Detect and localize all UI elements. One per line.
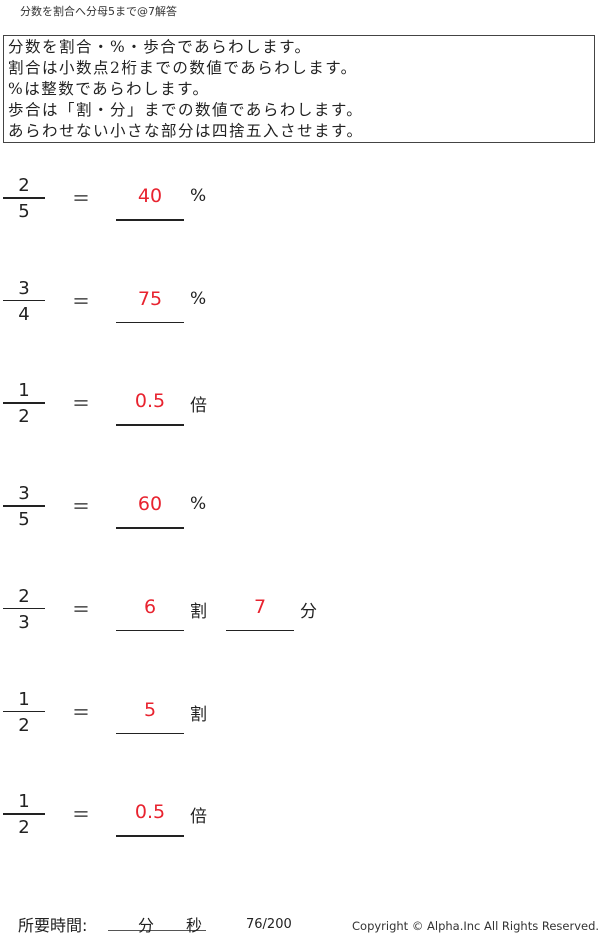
unit-label-2: 分 <box>300 601 317 622</box>
problem-row: 1 2 ＝ 5 割 <box>0 689 600 771</box>
problem-row: 1 2 ＝ 0.5 倍 <box>0 791 600 873</box>
answer: 0.5 <box>134 801 166 824</box>
numerator: 2 <box>18 585 30 607</box>
unit-label: % <box>190 186 207 206</box>
answer: 60 <box>137 493 163 516</box>
instructions-box: 分数を割合・%・歩合であらわします。 割合は小数点2桁までの数値であらわします。… <box>3 35 595 143</box>
fraction-bar <box>3 299 45 302</box>
answer-underline <box>116 527 184 529</box>
problem-row: 3 5 ＝ 60 % <box>0 483 600 565</box>
denominator: 5 <box>18 201 30 222</box>
answer-2-underline <box>226 629 294 632</box>
fraction-bar <box>3 813 45 815</box>
answer-underline <box>116 629 184 632</box>
denominator: 2 <box>18 714 30 736</box>
instruction-line: 割合は小数点2桁までの数値であらわします。 <box>8 59 358 77</box>
numerator: 3 <box>18 277 30 299</box>
answer: 6 <box>143 595 157 618</box>
numerator: 1 <box>18 688 30 710</box>
fraction-bar <box>3 402 45 404</box>
instruction-line: 分数を割合・%・歩合であらわします。 <box>8 38 312 56</box>
equals-sign: ＝ <box>72 702 90 724</box>
instruction-line: %は整数であらわします。 <box>8 80 210 98</box>
equals-sign: ＝ <box>72 805 90 827</box>
answer: 75 <box>137 287 163 310</box>
instruction-line: 歩合は「割・分」までの数値であらわします。 <box>8 101 364 119</box>
unit-label: % <box>190 288 207 309</box>
answer-underline <box>116 424 184 426</box>
page-number: 76/200 <box>246 917 292 932</box>
time-label: 所要時間: <box>18 916 88 935</box>
answer-2: 7 <box>253 595 267 618</box>
instruction-line: あらわせない小さな部分は四捨五入させます。 <box>8 122 364 140</box>
unit-label: % <box>190 494 207 515</box>
numerator: 3 <box>18 483 30 505</box>
equals-sign: ＝ <box>72 189 90 210</box>
equals-sign: ＝ <box>72 497 90 519</box>
fraction-bar <box>3 710 45 712</box>
answer-underline <box>116 219 184 221</box>
time-underline <box>108 930 206 931</box>
unit-label: 倍 <box>190 807 207 828</box>
denominator: 2 <box>18 406 30 428</box>
equals-sign: ＝ <box>72 394 90 416</box>
fraction-bar <box>3 607 45 610</box>
numerator: 1 <box>18 380 30 402</box>
problem-row: 2 5 ＝ 40 % <box>0 175 600 257</box>
problem-row: 3 4 ＝ 75 % <box>0 278 600 360</box>
fraction-bar <box>3 505 45 507</box>
answer: 40 <box>137 185 163 207</box>
denominator: 4 <box>18 303 30 325</box>
unit-label: 割 <box>190 601 207 622</box>
worksheet-title: 分数を割合へ分母5まで@7解答 <box>20 5 177 18</box>
copyright: Copyright © Alpha.Inc All Rights Reserve… <box>352 919 600 933</box>
equals-sign: ＝ <box>72 599 90 621</box>
answer-underline <box>116 321 184 324</box>
equals-sign: ＝ <box>72 291 90 313</box>
denominator: 3 <box>18 611 30 633</box>
unit-label: 割 <box>190 704 207 725</box>
problem-row: 2 3 ＝ 6 割 7 分 <box>0 586 600 668</box>
unit-label: 倍 <box>190 396 207 417</box>
problem-row: 1 2 ＝ 0.5 倍 <box>0 380 600 462</box>
seconds-label: 秒 <box>186 916 203 935</box>
numerator: 1 <box>18 791 30 813</box>
numerator: 2 <box>18 175 30 196</box>
denominator: 5 <box>18 509 30 531</box>
fraction-bar <box>3 197 45 199</box>
answer-underline <box>116 732 184 734</box>
answer-underline <box>116 835 184 837</box>
denominator: 2 <box>18 817 30 839</box>
minutes-label: 分 <box>138 916 155 935</box>
answer: 0.5 <box>134 390 166 413</box>
answer: 5 <box>143 698 157 721</box>
